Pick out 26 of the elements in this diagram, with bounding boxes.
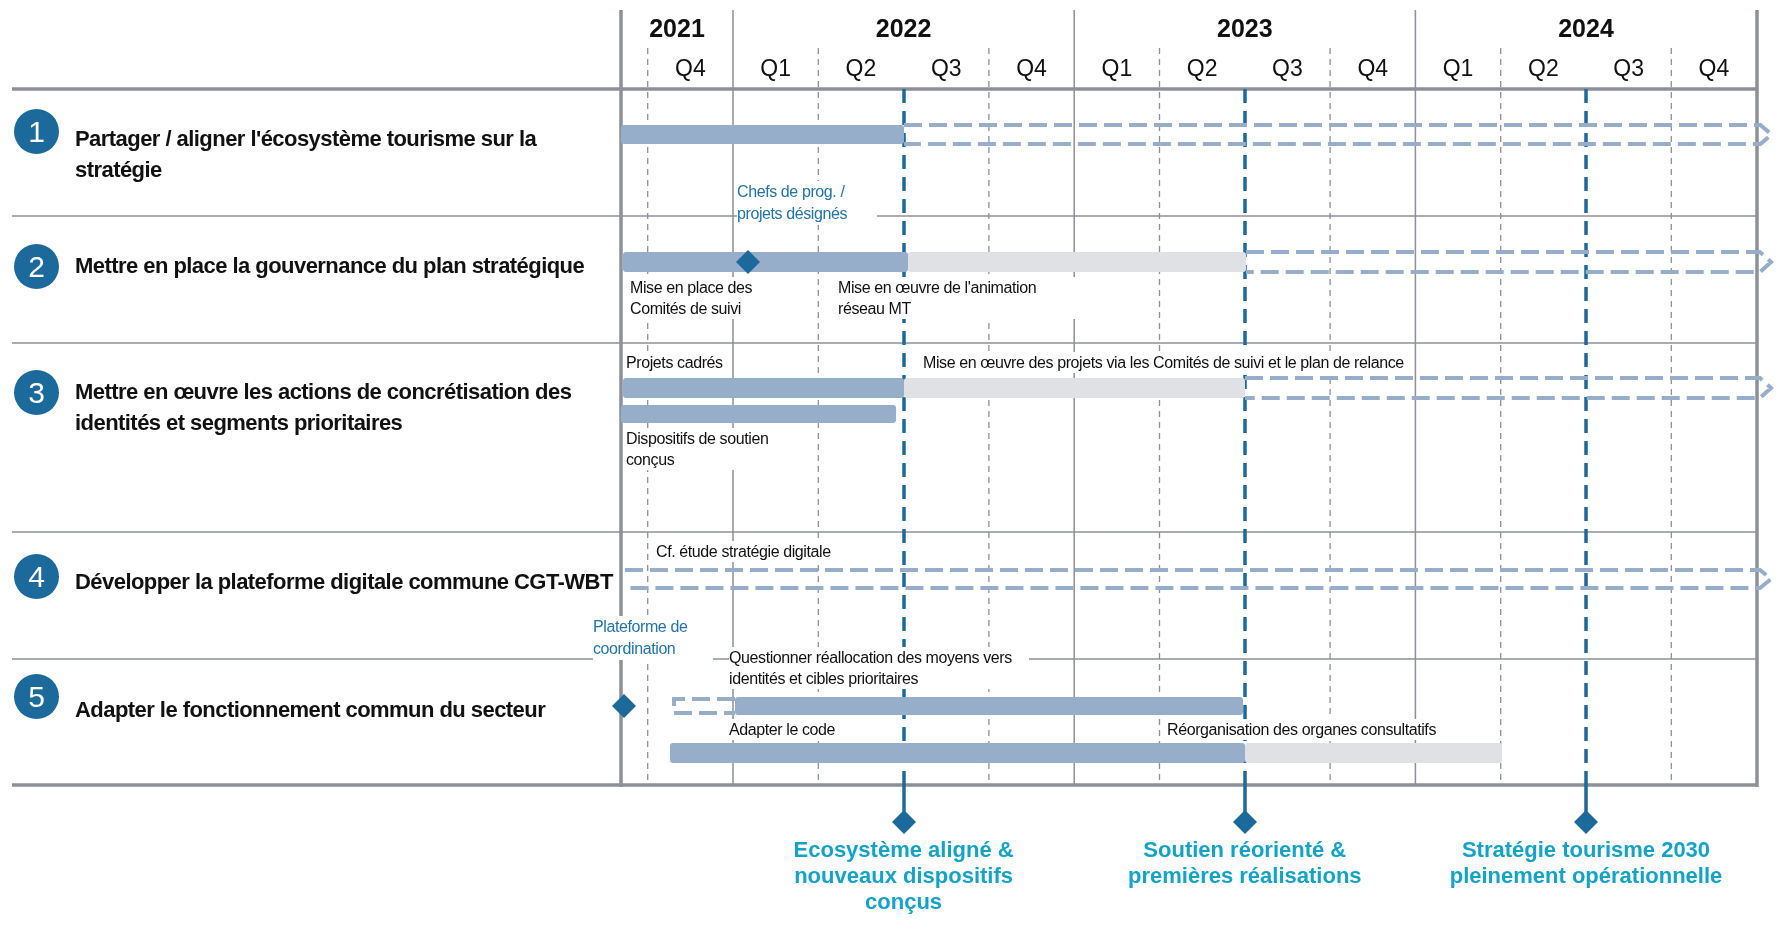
bar-label: Cf. étude stratégie digitale [656,541,831,562]
bar-label: Mise en œuvre de l'animation réseau MT [838,277,1078,319]
timeline-bar [1245,743,1502,763]
milestone-label: Soutien réorienté & premières réalisations [1124,837,1365,889]
row-title: Mettre en place la gouvernance du plan stratégique [75,252,586,280]
bar-label: Questionner réallocation des moyens vers identités et cibles prioritaires [729,647,1029,689]
row-title: Développer la plateforme digitale commune CGT-WBT [75,568,615,596]
row-title: Partager / aligner l'écosystème tourisme sur la stratégie [75,125,538,184]
timeline-bar [908,252,1246,272]
milestone-note: Chefs de prog. / projets désignés [737,181,877,225]
bar-label: Réorganisation des organes consultatifs [1167,719,1437,740]
milestone-note: Plateforme de coordination [593,616,713,660]
dashed-bar [672,697,735,715]
timeline-bar [735,697,1243,715]
timeline-bar [903,378,1245,398]
milestone-label: Stratégie tourisme 2030 pleinement opérationnelle [1416,837,1756,889]
bar-label: Adapter le code [729,719,836,740]
bar-label: Mise en œuvre des projets via les Comités de suivi et le plan de relance [923,352,1404,373]
timeline-bar [621,125,904,144]
milestone-label: Ecosystème aligné & nouveaux dispositifs conçus [783,837,1024,915]
timeline-bar [670,743,1245,763]
row-title: Mettre en œuvre les actions de concrétisation des identités et segments prioritaires [75,378,573,437]
timeline-bar [623,252,908,272]
timeline-bar [621,405,896,423]
timeline-bar [623,378,904,398]
row-title: Adapter le fonctionnement commun du secteur [75,696,547,724]
